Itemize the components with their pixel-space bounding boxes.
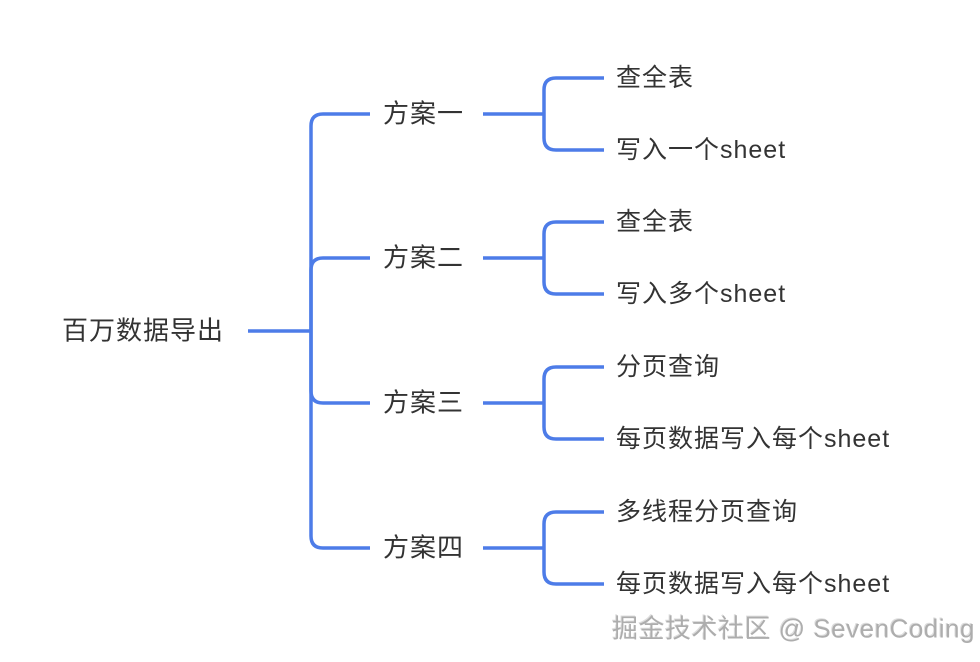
branch-1-leaf-bracket bbox=[542, 76, 604, 152]
branch-1-link bbox=[309, 112, 370, 331]
branch-2-link bbox=[309, 256, 370, 331]
branch-3-link bbox=[309, 331, 370, 405]
branch-2-leaf-bracket bbox=[542, 220, 604, 296]
branch-node-4: 方案四 bbox=[383, 532, 465, 563]
leaf-node-3-1: 分页查询 bbox=[616, 353, 721, 381]
branch-3-leaf-bracket bbox=[542, 365, 604, 441]
leaf-node-2-2: 写入多个sheet bbox=[616, 280, 787, 308]
watermark: 掘金技术社区 @ SevenCoding bbox=[612, 613, 975, 644]
root-node: 百万数据导出 bbox=[62, 315, 225, 346]
leaf-node-1-2: 写入一个sheet bbox=[616, 136, 787, 164]
branch-4-link bbox=[309, 331, 370, 550]
leaf-node-4-2: 每页数据写入每个sheet bbox=[616, 570, 891, 598]
leaf-node-2-1: 查全表 bbox=[616, 208, 695, 236]
branch-node-1: 方案一 bbox=[383, 98, 465, 129]
leaf-node-3-2: 每页数据写入每个sheet bbox=[616, 425, 891, 453]
branch-4-leaf-bracket bbox=[542, 510, 604, 586]
branch-node-3: 方案三 bbox=[383, 387, 465, 418]
branch-node-2: 方案二 bbox=[383, 242, 465, 273]
leaf-node-1-1: 查全表 bbox=[616, 64, 695, 92]
leaf-node-4-1: 多线程分页查询 bbox=[616, 498, 799, 526]
